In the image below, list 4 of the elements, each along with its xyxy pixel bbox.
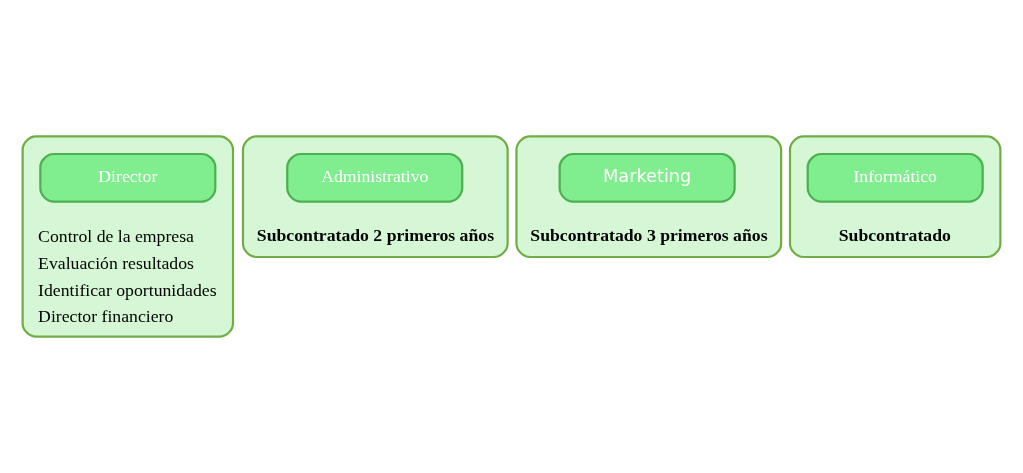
- node-box: Marketing: [558, 152, 736, 203]
- node-box: Director: [39, 152, 217, 203]
- node-box: Informático: [806, 152, 984, 203]
- node-box: Administrativo: [286, 152, 464, 203]
